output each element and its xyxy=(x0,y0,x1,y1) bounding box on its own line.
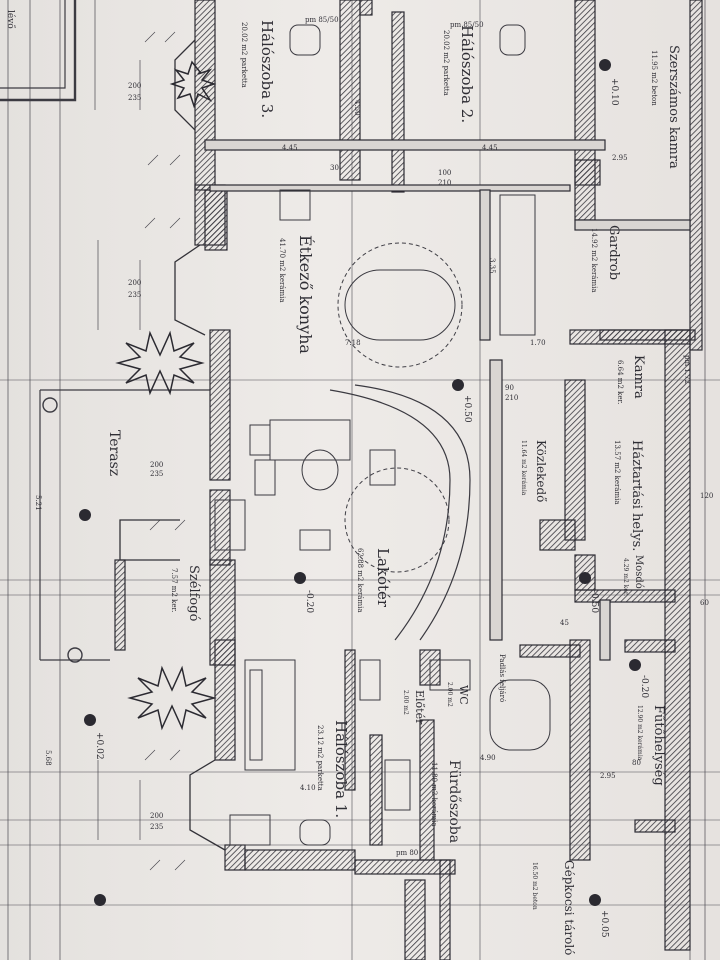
dim-295: 2.95 xyxy=(612,154,628,162)
dim-200c: 200 xyxy=(150,461,163,469)
room-name-haloszoba1: Hálószoba 1. xyxy=(332,720,350,818)
room-name-lakoter: Lakótér xyxy=(374,548,392,608)
dim-210: 210 xyxy=(505,394,518,402)
dim-568: 5.68 xyxy=(44,750,52,766)
room-name-mosdo: Mosdó xyxy=(633,555,644,589)
dashed-circles xyxy=(337,242,463,573)
dim-80: 80 xyxy=(632,759,641,767)
room-area-wc: 2.00 m2 xyxy=(446,682,453,707)
dim-235d: 235 xyxy=(150,823,163,831)
room-area-furdoszoba: 11.80 m2 kerámia xyxy=(430,762,438,827)
dim-235b: 235 xyxy=(128,291,141,299)
dim-60: 60 xyxy=(700,599,709,607)
dim-120: 120 xyxy=(700,492,713,500)
elevation-label-futohelyseg: -0.20 xyxy=(639,675,649,698)
dim-521: 5.21 xyxy=(34,495,42,511)
dim-210b: 210 xyxy=(438,179,451,187)
room-name-kamra: Kamra xyxy=(631,355,646,399)
room-name-gepkocsi: Gépkocsi tároló xyxy=(562,860,576,955)
room-area-szerszamos: 11.95 m2 beton xyxy=(650,50,658,106)
furniture xyxy=(214,24,551,846)
dim-200d: 200 xyxy=(150,812,163,820)
dim-235a: 235 xyxy=(128,94,141,102)
dim-45: 45 xyxy=(560,619,569,627)
dim-490: 4.90 xyxy=(480,754,496,762)
dim-100: 100 xyxy=(438,169,451,177)
room-area-kamra: 6.64 m2 ker. xyxy=(616,360,624,404)
room-area-eloter: 2.00 m2 xyxy=(402,690,409,715)
room-area-gepkocsi: 16.50 m2 beton xyxy=(531,862,538,910)
note-padlas: Padlás feljáró xyxy=(498,654,506,702)
room-name-futohelyseg: Fűtőhelység xyxy=(651,705,666,786)
elevation-label-szerszamos: +0.10 xyxy=(609,78,619,106)
room-area-lakoter: 62.88 m2 kerámia xyxy=(356,548,364,613)
room-name-szelfogo: Szélfogó xyxy=(186,565,201,622)
room-area-haloszoba1: 23.12 m2 parketta xyxy=(316,725,324,791)
dim-295b: 2.95 xyxy=(600,772,616,780)
elevation-label-haloszoba1: +0.02 xyxy=(94,732,104,760)
dim-410: 4.10 xyxy=(300,784,316,792)
room-name-haztartasi: Háztartási helys. xyxy=(629,440,644,551)
dim-235c: 235 xyxy=(150,470,163,478)
room-name-gardrob: Gardrob xyxy=(606,225,621,280)
room-area-haloszoba2: 20.02 m2 parketta xyxy=(442,30,450,96)
elevation-labels: +0.10 +0.50 -0.20 +0.02 -0.50 -0.20 +0.0… xyxy=(94,78,649,938)
dim-200a: 200 xyxy=(128,82,141,90)
room-name-terasz: Terasz xyxy=(106,430,122,476)
room-labels: Hálószoba 3. 20.02 m2 parketta Hálószoba… xyxy=(106,20,681,955)
room-area-kozlekedo: 11.64 m2 kerámia xyxy=(520,440,527,496)
dim-718: 7.18 xyxy=(345,339,361,347)
note-pm3: pm 1.72 xyxy=(683,355,691,384)
room-area-szelfogo: 7.57 m2 ker. xyxy=(170,568,178,612)
room-name-wc: WC xyxy=(457,685,470,705)
room-name-szerszamos: Szerszámos kamra xyxy=(666,45,681,169)
room-area-haztartasi: 13.57 m2 kerámia xyxy=(613,440,621,505)
room-name-haloszoba2: Hálószoba 2. xyxy=(458,25,476,123)
note-pm1: pm 85/50 xyxy=(305,16,339,24)
note-corner: lévő xyxy=(5,10,16,29)
elevation-label-kozlekedo: +0.50 xyxy=(462,395,472,423)
dim-445a: 4.45 xyxy=(282,144,298,152)
elevation-label-mosdo: -0.50 xyxy=(589,590,599,613)
dim-90: 90 xyxy=(505,384,514,392)
room-name-haloszoba3: Hálószoba 3. xyxy=(258,20,276,118)
dim-30: 30 xyxy=(330,164,339,172)
dim-335: 3.35 xyxy=(488,258,496,274)
room-area-mosdo: 4.29 m2 ker. xyxy=(622,558,629,596)
curved-corridor xyxy=(329,384,471,641)
room-area-gardrob: 14.92 m2 kerámia xyxy=(590,228,598,293)
dim-170: 1.70 xyxy=(530,339,546,347)
note-pm4: pm 80 xyxy=(396,849,418,857)
plan-notes: Padlás feljáró pm 85/50 pm 85/50 pm 1.72… xyxy=(5,10,691,857)
dim-450: 4.50 xyxy=(353,100,361,116)
room-area-futohelyseg: 12.90 m2 kerámia xyxy=(636,705,643,761)
elevation-markers xyxy=(79,59,641,906)
dim-445b: 4.45 xyxy=(482,144,498,152)
room-name-furdoszoba: Fürdőszoba xyxy=(446,760,462,843)
elevation-label-gepkocsi: +0.05 xyxy=(599,910,609,938)
note-pm2: pm 85/50 xyxy=(450,21,484,29)
elevation-label-lakoter: -0.20 xyxy=(304,590,314,613)
room-name-kozlekedo: Közlekedő xyxy=(534,440,548,502)
room-area-haloszoba3: 20.02 m2 parketta xyxy=(240,22,248,88)
room-name-eloter: Előtér xyxy=(413,690,426,725)
site-boundary xyxy=(0,0,210,663)
room-area-etkezo: 41.70 m2 kerámia xyxy=(278,238,286,303)
dim-200b: 200 xyxy=(128,279,141,287)
room-name-etkezo: Étkező konyha xyxy=(296,235,316,354)
plant-icons xyxy=(115,60,217,731)
dimension-texts: 4.45 4.45 2.95 4.50 3.35 200 235 200 235… xyxy=(34,82,713,831)
